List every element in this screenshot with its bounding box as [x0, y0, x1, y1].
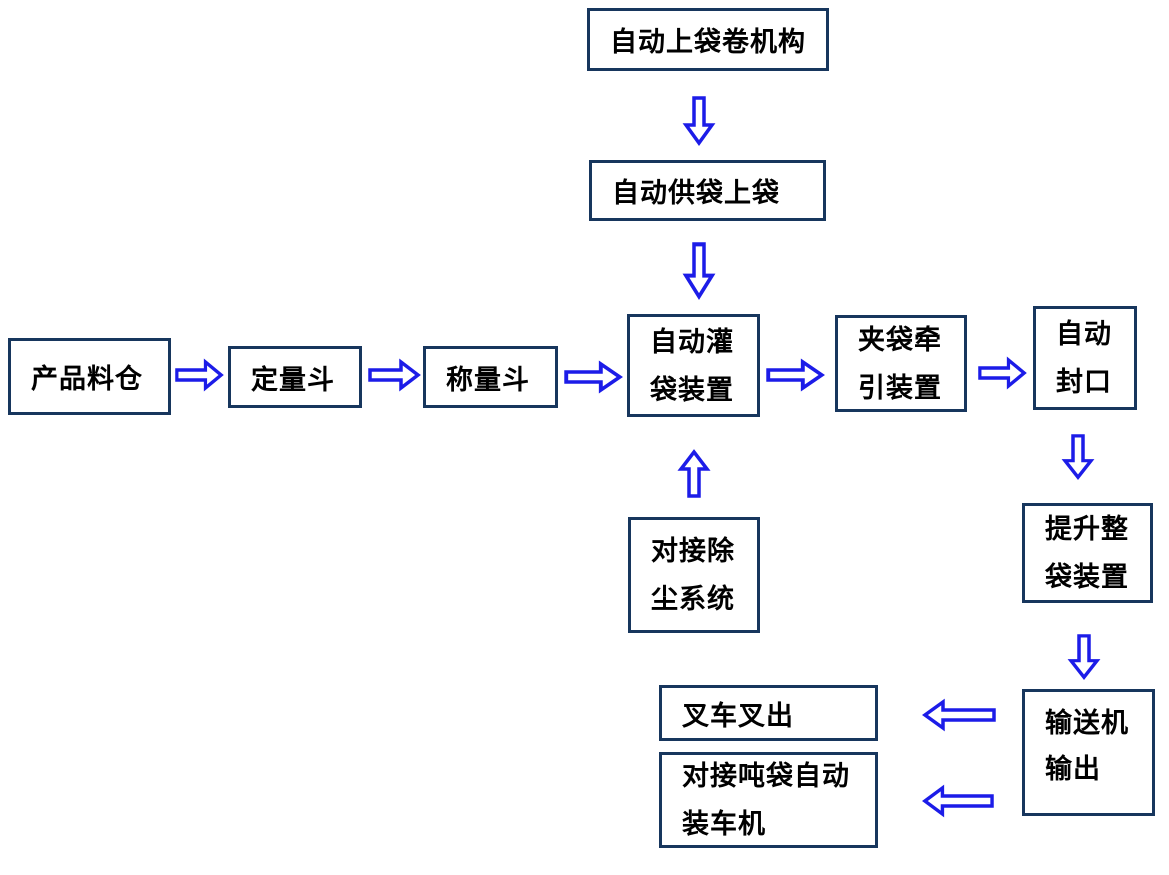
- arrow-right-icon: [368, 358, 421, 392]
- node-label: 袋装置: [650, 374, 734, 405]
- arrow-right-icon: [175, 358, 224, 392]
- node-bag-clamping-traction-device: 夹袋牵 引装置: [835, 315, 967, 412]
- node-label: 定量斗: [251, 364, 335, 395]
- node-label: 叉车叉出: [682, 700, 794, 731]
- arrow-down-icon: [682, 96, 716, 146]
- arrow-left-icon: [922, 698, 996, 732]
- node-conveyor-output: 输送机 输出: [1022, 689, 1155, 816]
- node-auto-sealing: 自动 封口: [1033, 306, 1137, 410]
- node-label: 输送机: [1045, 708, 1129, 738]
- node-ton-bag-auto-truck-loader: 对接吨袋自动 装车机: [659, 752, 878, 848]
- node-label: 提升整: [1045, 514, 1129, 544]
- node-label: 自动供袋上袋: [612, 178, 780, 208]
- arrow-right-icon: [564, 360, 623, 394]
- node-label: 产品料仓: [31, 364, 143, 394]
- node-label: 称量斗: [446, 364, 530, 395]
- node-label: 夹袋牵: [858, 324, 942, 355]
- node-whole-bag-lifting-device: 提升整 袋装置: [1022, 503, 1153, 603]
- arrow-up-icon: [677, 449, 711, 498]
- node-label: 对接除: [651, 536, 735, 566]
- arrow-down-icon: [682, 242, 716, 300]
- node-label: 袋装置: [1045, 562, 1129, 592]
- node-label: 装车机: [682, 809, 766, 839]
- node-label: 引装置: [858, 372, 942, 403]
- node-auto-bag-roll-mechanism: 自动上袋卷机构: [587, 8, 829, 71]
- node-label: 自动上袋卷机构: [610, 27, 806, 57]
- node-product-silo: 产品料仓: [8, 338, 171, 415]
- node-label: 对接吨袋自动: [682, 761, 850, 791]
- arrow-down-icon: [1067, 634, 1101, 680]
- arrow-right-icon: [978, 356, 1027, 390]
- node-label: 自动: [1056, 319, 1112, 349]
- node-dust-removal-docking-system: 对接除 尘系统: [628, 517, 760, 633]
- node-label: 封口: [1056, 367, 1112, 397]
- node-forklift-out: 叉车叉出: [659, 685, 878, 741]
- node-auto-bag-filling-device: 自动灌 袋装置: [627, 314, 760, 417]
- node-weighing-hopper: 称量斗: [423, 346, 558, 408]
- arrow-down-icon: [1061, 434, 1095, 480]
- node-auto-bag-supply-loading: 自动供袋上袋: [589, 160, 826, 221]
- arrow-left-icon: [922, 784, 994, 818]
- node-dosing-hopper: 定量斗: [228, 346, 362, 408]
- node-label: 输出: [1045, 754, 1101, 784]
- node-label: 尘系统: [651, 584, 735, 614]
- arrow-right-icon: [766, 358, 825, 392]
- node-label: 自动灌: [650, 326, 734, 357]
